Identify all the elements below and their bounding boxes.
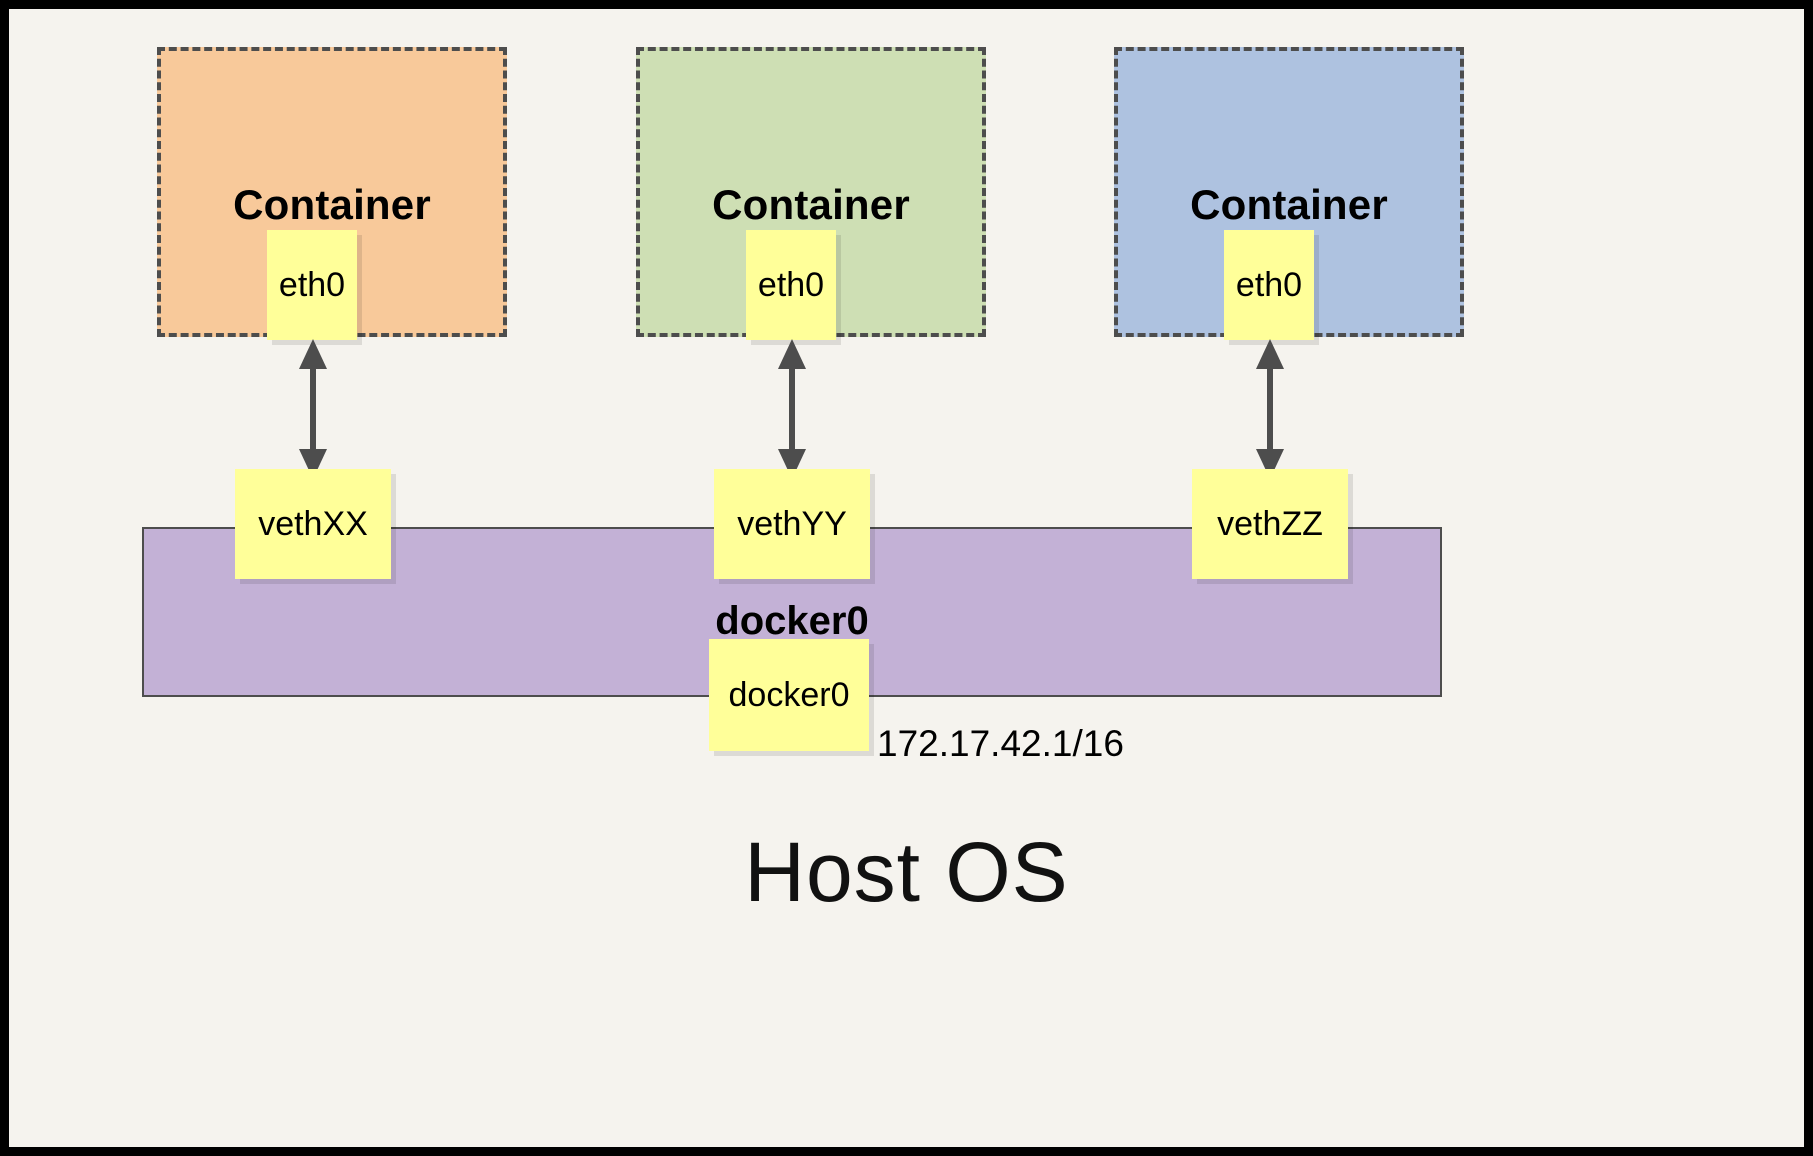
docker0-ip-label: 172.17.42.1/16 [877, 723, 1124, 764]
container-title-3: Container [1190, 181, 1388, 228]
veth-box-3: vethZZ [1192, 469, 1348, 579]
host-os-title: Host OS [744, 825, 1069, 919]
veth-link-arrow-3 [1256, 339, 1284, 479]
docker0-bridge-label: docker0 [715, 599, 869, 643]
veth-label-3: vethZZ [1217, 504, 1323, 543]
veth-box-1: vethXX [235, 469, 391, 579]
veth-link-arrow-1 [299, 339, 327, 479]
eth0-label-1: eth0 [278, 265, 346, 304]
veth-link-arrow-2 [778, 339, 806, 479]
veth-label-2: vethYY [737, 504, 847, 543]
host-os-page: Container eth0 Container eth0 Container … [9, 9, 1804, 1147]
eth0-label-3: eth0 [1235, 265, 1303, 304]
eth0-label-2: eth0 [757, 265, 825, 304]
container-title-1: Container [233, 181, 431, 228]
eth0-box-2: eth0 [746, 230, 836, 340]
eth0-box-1: eth0 [267, 230, 357, 340]
docker0-interface-label: docker0 [728, 675, 850, 714]
container-title-2: Container [712, 181, 910, 228]
eth0-box-3: eth0 [1224, 230, 1314, 340]
veth-label-1: vethXX [258, 504, 368, 543]
docker0-interface-box: docker0 [709, 639, 869, 751]
veth-box-2: vethYY [714, 469, 870, 579]
